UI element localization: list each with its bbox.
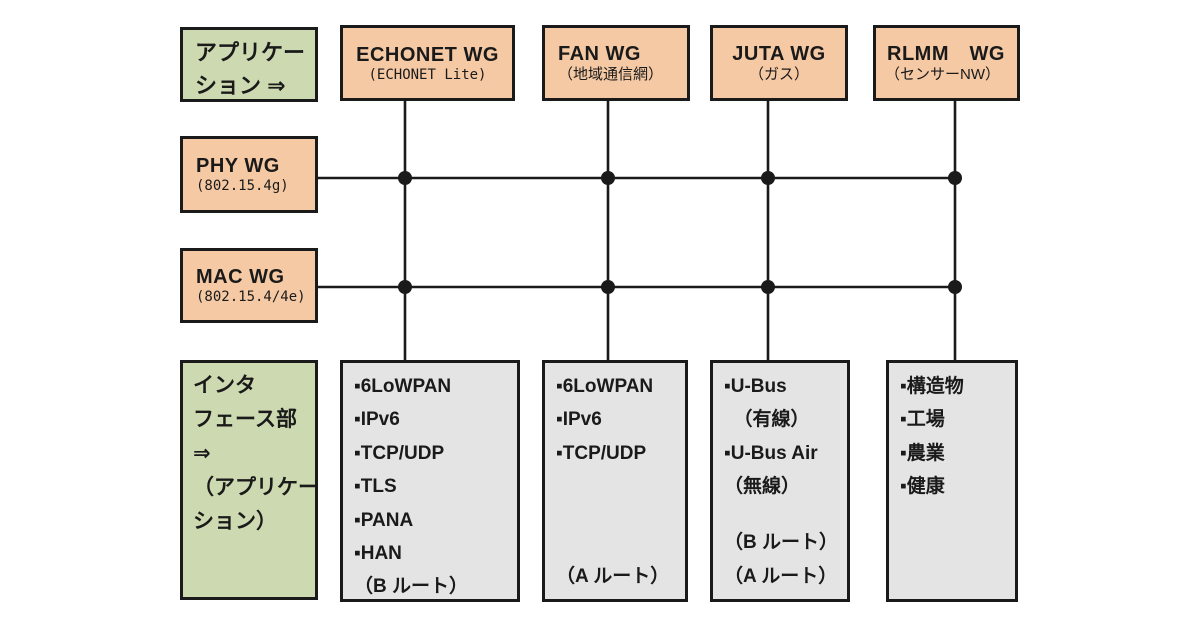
junction-dot [398, 171, 412, 185]
junction-dot [398, 280, 412, 294]
stack-item: ▪U-Bus [724, 376, 787, 397]
stack-route-note: （A ルート） [556, 565, 670, 587]
stack-rlmm: ▪構造物 ▪工場 ▪農業 ▪健康 [886, 360, 1018, 602]
mac-wg-box: MAC WG (802.15.4/4e) [180, 248, 318, 323]
rlmm-wg-title: RLMM WG [887, 43, 1005, 65]
stack-echonet: ▪6LoWPAN ▪IPv6 ▪TCP/UDP ▪TLS ▪PANA ▪HAN … [340, 360, 520, 602]
rlmm-wg-box: RLMM WG （センサーNW） [873, 25, 1020, 101]
interface-label-line: （アプリケー [193, 476, 319, 499]
stack-item: （無線） [724, 476, 801, 498]
juta-wg-subtitle: （ガス） [748, 66, 809, 83]
stack-item: ▪TLS [354, 476, 397, 498]
application-row-label: アプリケー ション ⇒ [180, 27, 318, 102]
phy-wg-title: PHY WG [196, 155, 280, 177]
mac-wg-title: MAC WG [196, 266, 285, 288]
junction-dot [601, 280, 615, 294]
fan-wg-box: FAN WG （地域通信網） [542, 25, 690, 101]
junction-dot [761, 280, 775, 294]
stack-item: ▪構造物 [900, 376, 964, 397]
interface-label-line: インタ [193, 374, 256, 397]
fan-wg-title: FAN WG [558, 43, 641, 65]
stack-item: ▪農業 [900, 442, 945, 464]
echonet-wg-box: ECHONET WG (ECHONET Lite) [340, 25, 515, 101]
stack-item: （有線） [724, 409, 810, 431]
interface-label-line: ⇒ [193, 442, 211, 465]
junction-dot [948, 171, 962, 185]
interface-label-line: フェース部 [193, 408, 297, 431]
stack-item: ▪健康 [900, 476, 945, 498]
mac-wg-subtitle: (802.15.4/4e) [196, 289, 306, 305]
application-label-line: ション ⇒ [195, 73, 286, 98]
rlmm-wg-subtitle: （センサーNW） [885, 66, 1000, 83]
echonet-wg-title: ECHONET WG [356, 43, 499, 66]
stack-item: ▪TCP/UDP [556, 442, 647, 464]
stack-item: ▪TCP/UDP [354, 442, 445, 464]
stack-item: ▪6LoWPAN [556, 376, 654, 397]
stack-item: ▪工場 [900, 409, 945, 431]
stack-item: ▪PANA [354, 509, 414, 531]
stack-juta: ▪U-Bus （有線） ▪U-Bus Air （無線） （B ルート） （A ル… [710, 360, 850, 602]
interface-label-line: ション） [193, 510, 277, 533]
stack-item: ▪HAN [354, 543, 402, 565]
junction-dot [948, 280, 962, 294]
junction-dot [601, 171, 615, 185]
echonet-wg-subtitle: (ECHONET Lite) [368, 66, 487, 83]
phy-wg-subtitle: (802.15.4g) [196, 178, 289, 194]
juta-wg-box: JUTA WG （ガス） [710, 25, 848, 101]
stack-item: ▪IPv6 [354, 409, 400, 431]
stack-route-note: （B ルート） [354, 576, 469, 598]
stack-route-note: （B ルート） [724, 532, 839, 554]
stack-item: ▪6LoWPAN [354, 376, 452, 397]
stack-fan: ▪6LoWPAN ▪IPv6 ▪TCP/UDP （A ルート） [542, 360, 688, 602]
stack-route-note: （A ルート） [724, 565, 838, 587]
juta-wg-title: JUTA WG [732, 43, 826, 65]
stack-item: ▪IPv6 [556, 409, 602, 431]
junction-dot [761, 171, 775, 185]
fan-wg-subtitle: （地域通信網） [558, 66, 664, 83]
stack-item: ▪U-Bus Air [724, 442, 818, 464]
phy-wg-box: PHY WG (802.15.4g) [180, 136, 318, 213]
application-label-line: アプリケー [195, 40, 306, 65]
interface-row-label: インタ フェース部 ⇒ （アプリケー ション） [180, 360, 319, 600]
